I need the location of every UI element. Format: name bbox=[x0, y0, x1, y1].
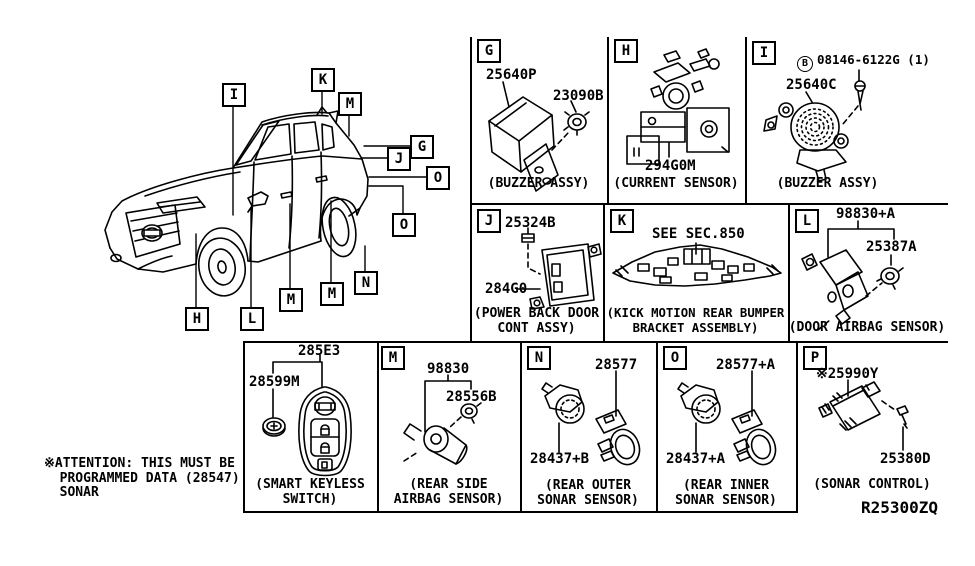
attention-line-2: PROGRAMMED DATA (28547) bbox=[44, 470, 240, 486]
caption-power-back-door-1: (POWER BACK DOOR bbox=[473, 306, 600, 321]
diagram-reference-code: R25300ZQ bbox=[861, 498, 939, 517]
caption-rear-side-airbag-1: (REAR SIDE bbox=[409, 477, 488, 492]
bolt-size-mark-icon: B bbox=[797, 56, 813, 72]
cell-letter-h: H bbox=[614, 39, 638, 63]
grid-line bbox=[377, 341, 379, 511]
vehicle-line-drawing bbox=[104, 106, 369, 297]
rear-side-airbag-drawing bbox=[403, 374, 482, 465]
part-number-back-door-cont: 284G0 bbox=[485, 281, 528, 297]
attention-line-3: SONAR bbox=[44, 485, 99, 500]
grid-line bbox=[470, 37, 472, 203]
grid-line bbox=[243, 341, 245, 511]
part-number-outer-sonar: 28437+B bbox=[530, 451, 590, 467]
car-callout-o-upper: O bbox=[426, 166, 450, 190]
cell-letter-n: N bbox=[527, 346, 551, 370]
callout-leader-lines bbox=[195, 89, 427, 308]
part-number-inner-sonar: 28437+A bbox=[666, 451, 726, 467]
caption-rear-inner-sonar-1: (REAR INNER bbox=[682, 478, 770, 493]
caption-door-airbag-sensor: (DOOR AIRBAG SENSOR) bbox=[788, 320, 946, 335]
caption-sonar-control: (SONAR CONTROL) bbox=[813, 477, 931, 492]
cell-letter-m: M bbox=[381, 346, 405, 370]
cell-letter-j: J bbox=[477, 209, 501, 233]
grid-line bbox=[607, 37, 609, 203]
grid-line bbox=[603, 203, 605, 341]
grid-line bbox=[788, 203, 790, 341]
grid-line bbox=[470, 203, 472, 341]
part-number-current-sensor: 294G0M bbox=[645, 158, 696, 174]
grid-line bbox=[656, 341, 658, 511]
grid-line bbox=[745, 37, 747, 203]
caption-kick-motion-1: (KICK MOTION REAR BUMPER bbox=[606, 306, 785, 320]
part-number-sonar-screw: 25380D bbox=[880, 451, 931, 467]
part-number-buzzer-rear: 25640C bbox=[786, 77, 837, 93]
car-callout-j: J bbox=[387, 147, 411, 171]
car-callout-l: L bbox=[240, 307, 264, 331]
see-section-reference: SEE SEC.850 bbox=[652, 226, 745, 242]
part-number-sonar-control: ※25990Y bbox=[816, 366, 879, 382]
kick-motion-bracket-drawing bbox=[612, 242, 782, 287]
grid-line bbox=[470, 203, 948, 205]
door-airbag-sensor-drawing bbox=[801, 220, 904, 331]
part-number-buzzer-front: 25640P bbox=[486, 67, 537, 83]
grid-line bbox=[243, 511, 798, 513]
caption-smart-keyless-1: (SMART KEYLESS bbox=[255, 477, 365, 492]
part-number-grommet-g: 23090B bbox=[553, 88, 604, 104]
car-callout-g: G bbox=[410, 135, 434, 159]
part-number-grommet-m: 28556B bbox=[446, 389, 497, 405]
part-number-nut-j: 25324B bbox=[505, 215, 556, 231]
caption-rear-outer-sonar-2: SONAR SENSOR) bbox=[537, 493, 639, 508]
cell-letter-o: O bbox=[663, 346, 687, 370]
grid-line bbox=[243, 341, 948, 343]
part-number-rear-side-airbag: 98830 bbox=[427, 361, 470, 377]
cell-letter-k: K bbox=[610, 209, 634, 233]
attention-note: ※ATTENTION: THIS MUST BE PROGRAMMED DATA… bbox=[44, 456, 240, 501]
part-number-outer-retainer: 28577 bbox=[595, 357, 638, 373]
car-callout-m-front: M bbox=[279, 288, 303, 312]
attention-line-1: ※ATTENTION: THIS MUST BE bbox=[44, 456, 235, 471]
part-number-door-airbag-sensor: 98830+A bbox=[836, 206, 896, 222]
buzzer-assy-g-drawing bbox=[488, 81, 590, 192]
car-callout-k: K bbox=[311, 68, 335, 92]
car-callout-h: H bbox=[185, 307, 209, 331]
caption-rear-side-airbag-2: AIRBAG SENSOR) bbox=[393, 492, 504, 507]
part-number-keyless-assy: 285E3 bbox=[298, 343, 341, 359]
caption-kick-motion-2: BRACKET ASSEMBLY) bbox=[632, 321, 759, 335]
part-number-inner-retainer: 28577+A bbox=[716, 357, 776, 373]
caption-buzzer-assy-i: (BUZZER ASSY) bbox=[776, 176, 879, 191]
car-callout-o-lower: O bbox=[392, 213, 416, 237]
bolt-part-label: B 08146-6122G (1) bbox=[797, 52, 930, 72]
sonar-control-drawing bbox=[818, 379, 909, 451]
smart-keyless-drawing bbox=[262, 354, 352, 477]
car-callout-i: I bbox=[222, 83, 246, 107]
caption-rear-outer-sonar-1: (REAR OUTER bbox=[544, 478, 632, 493]
caption-power-back-door-2: CONT ASSY) bbox=[497, 321, 576, 336]
caption-current-sensor: (CURRENT SENSOR) bbox=[613, 176, 739, 191]
cell-letter-i: I bbox=[752, 41, 776, 65]
buzzer-assy-i-drawing bbox=[763, 69, 866, 182]
grid-line bbox=[796, 341, 798, 511]
sonar-leader-lines bbox=[558, 370, 753, 453]
part-number-grommet-l: 25387A bbox=[866, 239, 917, 255]
cell-letter-g: G bbox=[477, 39, 501, 63]
power-back-door-drawing bbox=[516, 227, 602, 310]
cell-letter-l: L bbox=[795, 209, 819, 233]
cell-letter-p: P bbox=[803, 346, 827, 370]
current-sensor-drawing bbox=[626, 48, 730, 165]
car-callout-m-top: M bbox=[338, 92, 362, 116]
caption-rear-inner-sonar-2: SONAR SENSOR) bbox=[675, 493, 777, 508]
caption-buzzer-assy-g: (BUZZER ASSY) bbox=[487, 176, 590, 191]
grid-line bbox=[520, 341, 522, 511]
rear-outer-sonar-drawing bbox=[541, 382, 641, 466]
part-number-keyless-battery: 28599M bbox=[249, 374, 300, 390]
car-callout-m-rear: M bbox=[320, 282, 344, 306]
caption-smart-keyless-2: SWITCH) bbox=[282, 492, 338, 507]
bolt-part-number: 08146-6122G (1) bbox=[817, 52, 930, 67]
car-callout-n: N bbox=[354, 271, 378, 295]
